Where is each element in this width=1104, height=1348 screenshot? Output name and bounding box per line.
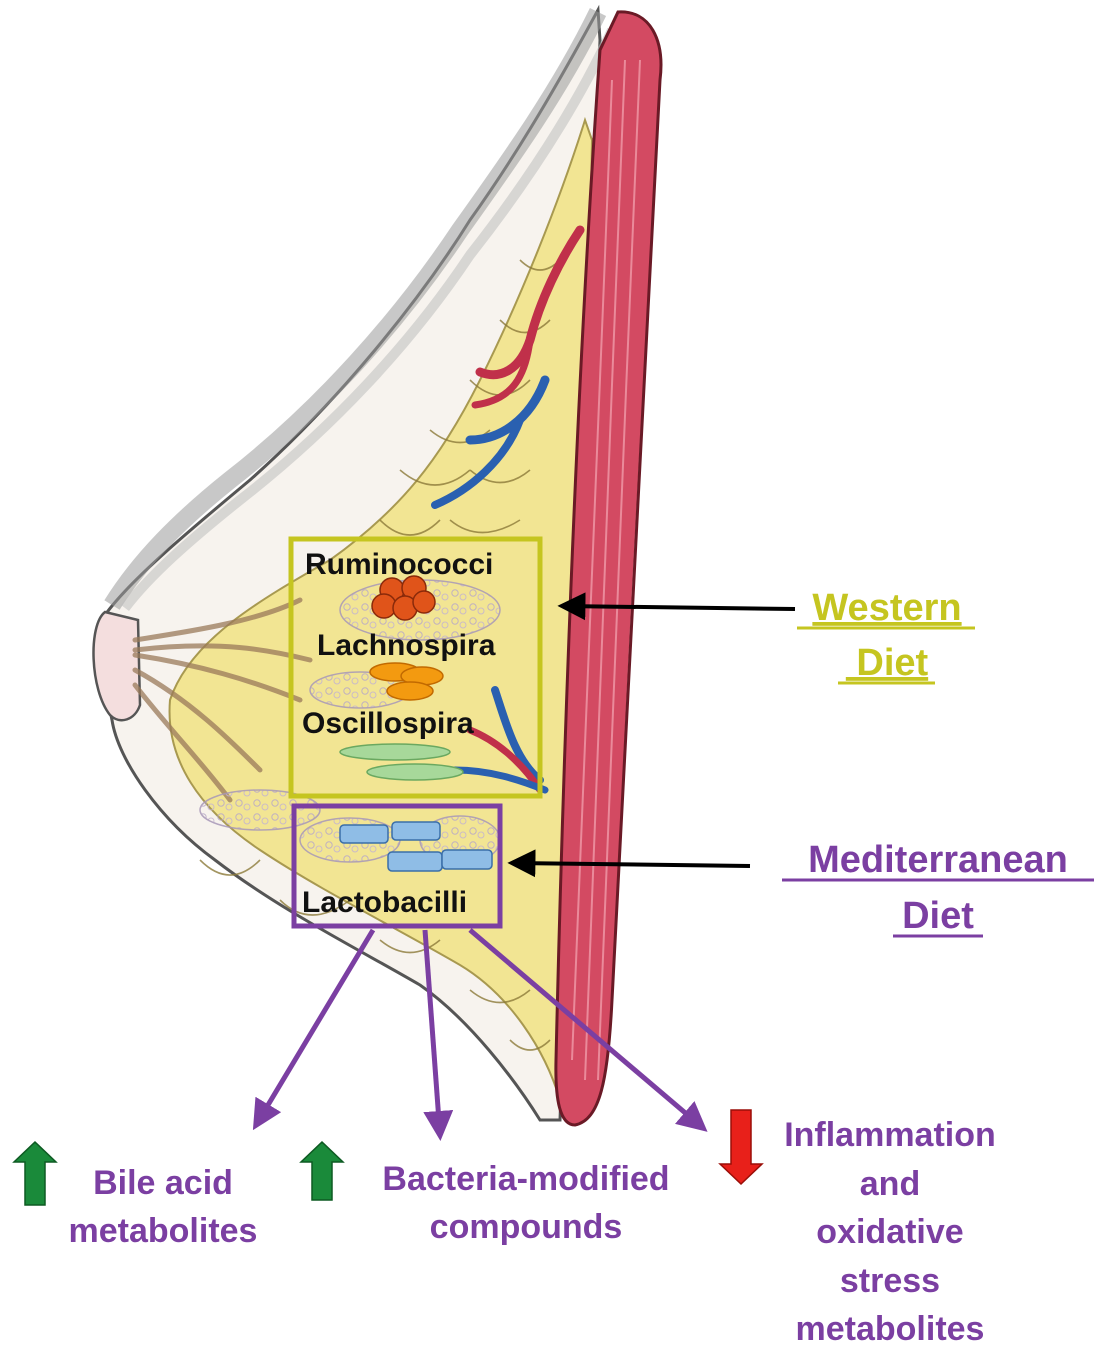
bile-label-1: Bile acid xyxy=(93,1164,233,1202)
western-diet-title-1: Western xyxy=(812,587,961,629)
up-arrow-icon-bile xyxy=(14,1142,56,1205)
mediterranean-diet-title-1: Mediterranean xyxy=(808,839,1068,881)
down-arrow-icon-inflammation xyxy=(720,1110,762,1184)
mediterranean-diet-title-2: Diet xyxy=(902,895,974,937)
label-lactobacilli: Lactobacilli xyxy=(302,886,467,919)
label-lachnospira: Lachnospira xyxy=(317,629,496,662)
inflammation-label-5: metabolites xyxy=(796,1310,985,1348)
inflammation-label-4: stress xyxy=(840,1262,940,1300)
bile-label-2: metabolites xyxy=(69,1212,258,1250)
label-oscillospira: Oscillospira xyxy=(302,707,474,740)
western-diet-title-2: Diet xyxy=(846,642,929,684)
up-arrow-icon-bacteria xyxy=(301,1142,343,1200)
inflammation-label-2: and xyxy=(860,1165,920,1203)
bacteria-label-1: Bacteria-modified xyxy=(382,1160,669,1198)
bacteria-label-2: compounds xyxy=(430,1208,623,1246)
inflammation-label-3: oxidative xyxy=(816,1213,963,1251)
nipple xyxy=(94,612,140,720)
inflammation-label-1: Inflammation xyxy=(784,1116,996,1154)
arrow-to-bile xyxy=(256,930,373,1125)
label-ruminococci: Ruminococci xyxy=(305,548,493,581)
